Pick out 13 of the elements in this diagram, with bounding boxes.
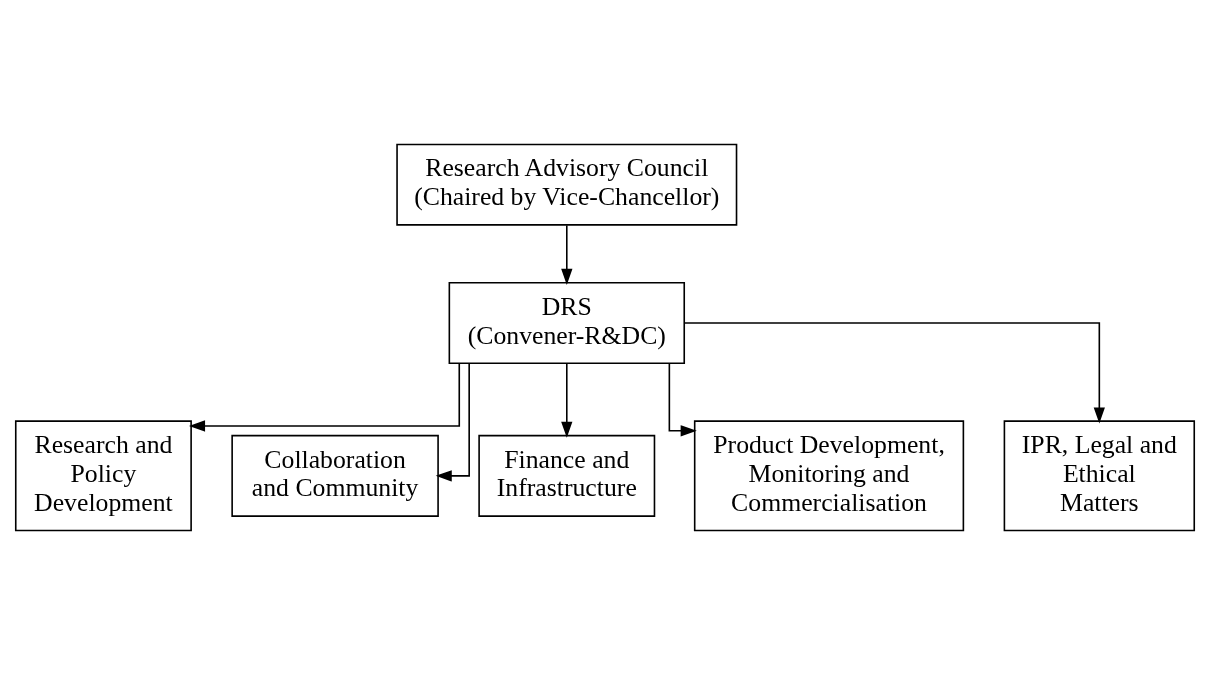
arrow <box>683 322 1105 424</box>
node-box: Product Development, Monitoring and Commercialisation <box>693 420 965 532</box>
node-box: Research and Policy Development <box>14 420 192 532</box>
arrow <box>435 363 470 482</box>
arrow <box>188 362 461 432</box>
node-box: IPR, Legal and Ethical Matters <box>1003 420 1196 532</box>
arrow <box>561 363 573 438</box>
node-box: Finance and Infrastructure <box>478 434 656 517</box>
arrow <box>668 362 697 437</box>
node-box: DRS (Convener-R&DC) <box>448 282 686 365</box>
node-box: Research Advisory Council (Chaired by Vice-Chancellor) <box>396 143 738 226</box>
node-box: Collaboration and Community <box>231 434 439 517</box>
arrow <box>561 224 573 285</box>
